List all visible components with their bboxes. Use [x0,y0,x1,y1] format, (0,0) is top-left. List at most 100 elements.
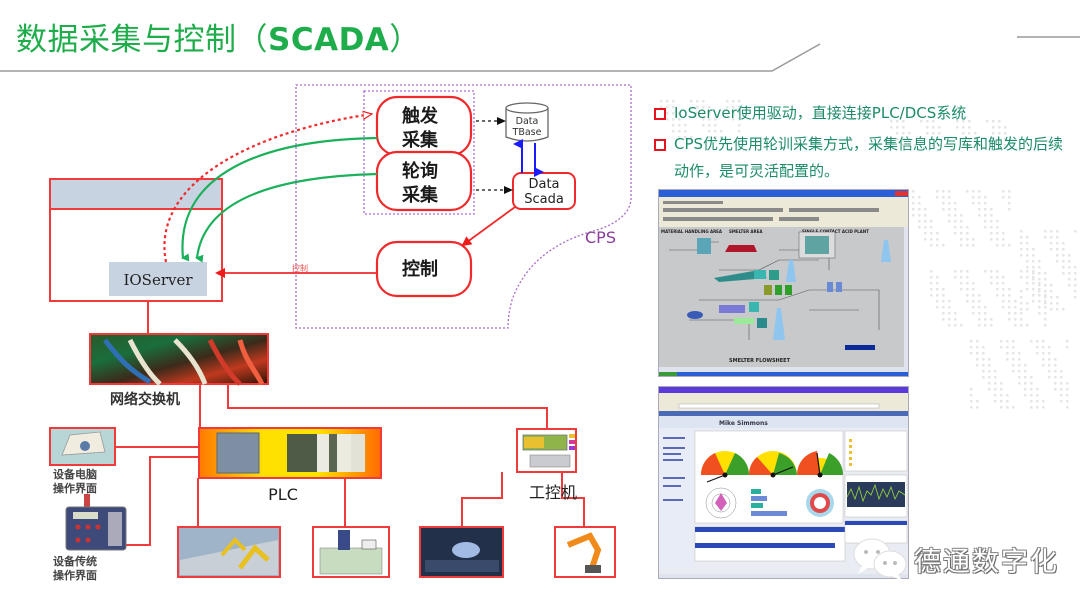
map-dot [948,214,951,217]
map-dot [1030,388,1033,391]
map-dot [918,208,921,211]
map-dot [1008,288,1011,291]
map-dot [1074,266,1077,269]
map-dot [930,220,933,223]
map-dot [932,120,935,123]
map-dot [1030,394,1033,397]
map-dot [1068,266,1071,269]
map-dot [924,226,927,229]
map-dot [702,118,705,121]
map-dot [982,352,985,355]
map-dot [1044,318,1047,321]
map-dot [954,220,957,223]
map-dot [1038,284,1041,287]
data-scada-line2: Scada [524,192,564,207]
map-dot [896,126,899,129]
map-dot [1054,388,1057,391]
map-dot [996,232,999,235]
title-en: SCADA [268,22,390,58]
map-dot [666,112,669,115]
map-dot [994,370,997,373]
map-dot [1044,312,1047,315]
map-dot [1006,394,1009,397]
device-pc-label-2: 操作界面 [53,481,97,495]
map-dot [1056,230,1059,233]
map-dot [738,124,741,127]
map-dot [984,196,987,199]
map-dot [1068,284,1071,287]
map-dot [672,130,675,133]
title-cn: 数据采集与控制（ [16,22,268,58]
map-dot [1050,236,1053,239]
map-dot [1026,276,1029,279]
map-dot [708,130,711,133]
map-dot [998,138,1001,141]
map-dot [1036,400,1039,403]
map-dot [1032,266,1035,269]
map-dot [942,196,945,199]
map-dot [966,276,969,279]
map-dot [924,208,927,211]
map-dot [1032,276,1035,279]
map-dot [930,294,933,297]
map-dot [960,244,963,247]
map-dot [1056,302,1059,305]
map-dot [990,220,993,223]
map-dot [930,276,933,279]
map-dot [1026,308,1029,311]
map-dot [678,124,681,127]
map-dot [942,294,945,297]
map-dot [1026,260,1029,263]
map-dot [1042,346,1045,349]
map-dot [1044,302,1047,305]
map-dot [998,144,1001,147]
map-dot [896,120,899,123]
map-dot [984,214,987,217]
map-dot [1008,196,1011,199]
plc-module-cpu [287,434,317,472]
map-dot [738,118,741,121]
radar-chart [705,487,737,519]
ring-chart [806,489,834,517]
ioserver-box [109,262,207,296]
map-dot [974,132,977,135]
trigger-node-line2: 采集 [401,129,439,151]
map-dot [702,106,705,109]
map-dot [972,294,975,297]
map-dot [942,208,945,211]
map-dot [1044,284,1047,287]
map-dot [1042,358,1045,361]
map-dot [996,276,999,279]
map-dot [1044,300,1047,303]
map-dot [938,126,941,129]
map-dot [908,144,911,147]
map-dot [988,358,991,361]
map-dot [994,376,997,379]
map-dot [944,138,947,141]
map-dot [1008,318,1011,321]
map-dot [960,220,963,223]
map-dot [1018,358,1021,361]
map-dot [962,132,965,135]
map-dot [936,244,939,247]
map-dot [954,276,957,279]
map-dot [1038,300,1041,303]
map-dot [1020,318,1023,321]
map-dot [966,238,969,241]
map-dot [1068,254,1071,257]
map-dot [960,282,963,285]
map-dot [948,196,951,199]
map-dot [984,270,987,273]
map-dot [960,270,963,273]
map-dot [1002,306,1005,309]
map-dot [948,208,951,211]
map-dot [912,190,915,193]
map-dot [954,202,957,205]
map-dot [1048,370,1051,373]
map-dot [986,120,989,123]
map-dot [684,136,687,139]
map-dot [988,376,991,379]
map-dot [1066,382,1069,385]
map-dot [988,364,991,367]
map-dot [960,324,963,327]
